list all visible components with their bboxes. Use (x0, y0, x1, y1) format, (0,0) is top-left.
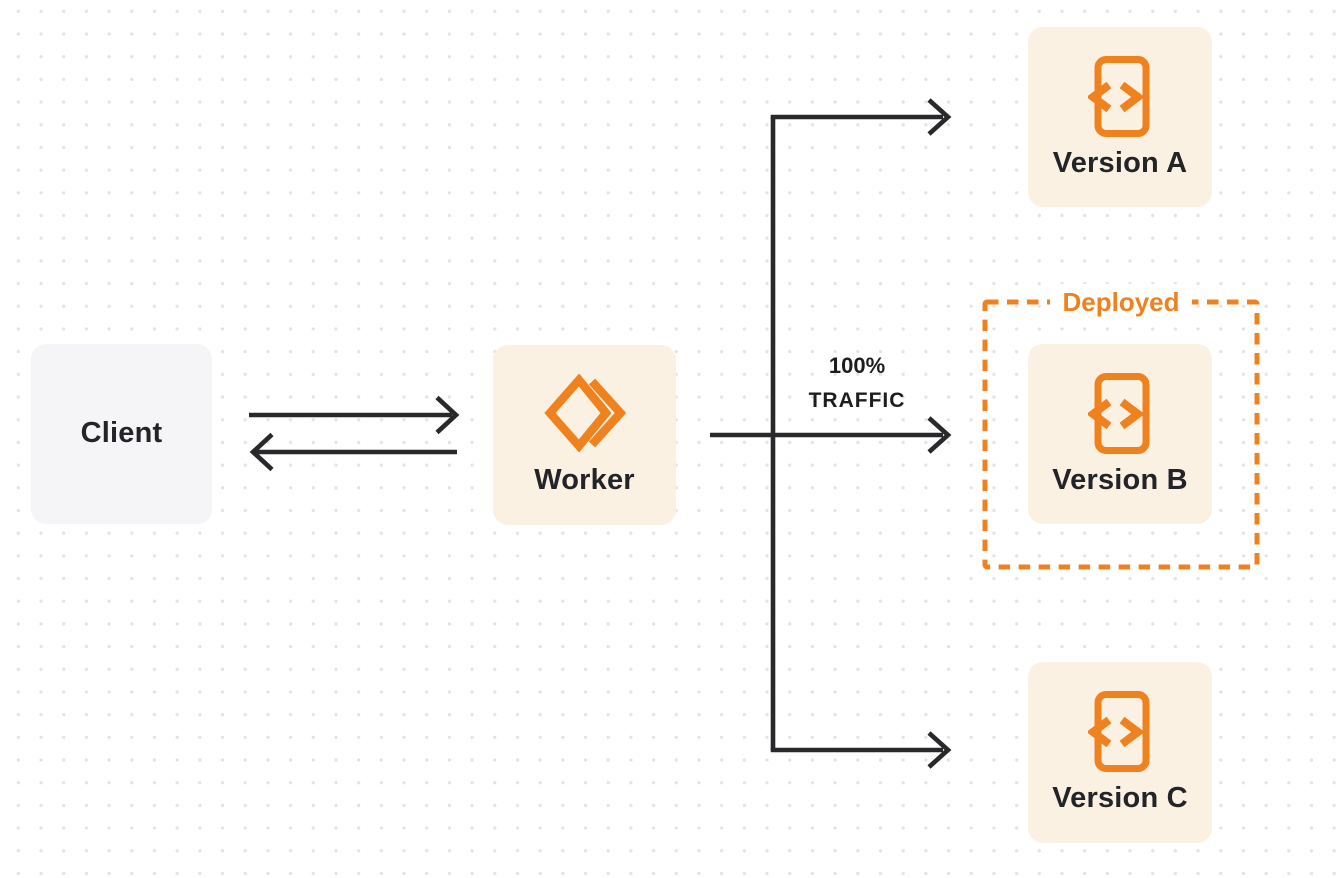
version-c-label: Version C (1052, 782, 1188, 815)
node-version-a: Version A (1028, 27, 1212, 207)
arrow-branch-to-version-a-head (927, 98, 952, 136)
deployed-annotation: Deployed (985, 284, 1257, 320)
traffic-percent-label: 100% (828, 353, 886, 378)
node-worker: Worker (493, 345, 676, 525)
version-a-label: Version A (1052, 146, 1188, 179)
worker-label: Worker (534, 463, 635, 496)
code-file-icon (1088, 691, 1150, 773)
code-file-icon (1088, 372, 1150, 454)
arrow-worker-to-versions-head (927, 416, 952, 454)
deployed-label: Deployed (1050, 284, 1192, 320)
arrow-client-to-worker-head (435, 395, 460, 435)
cloudflare-workers-logo-icon (543, 373, 626, 452)
arrow-worker-to-client-head (249, 432, 274, 472)
node-version-c: Version C (1028, 662, 1212, 843)
node-client: Client (31, 344, 212, 524)
node-version-b: Version B (1028, 344, 1212, 524)
version-b-label: Version B (1052, 463, 1188, 496)
client-label: Client (80, 417, 163, 450)
code-file-icon (1088, 55, 1150, 137)
arrow-branch-to-version-c-head (927, 731, 952, 769)
traffic-word-label: TRAFFIC (808, 389, 906, 412)
traffic-annotation: 100% TRAFFIC (781, 348, 933, 418)
deployed-dashed-outline (982, 299, 1260, 570)
